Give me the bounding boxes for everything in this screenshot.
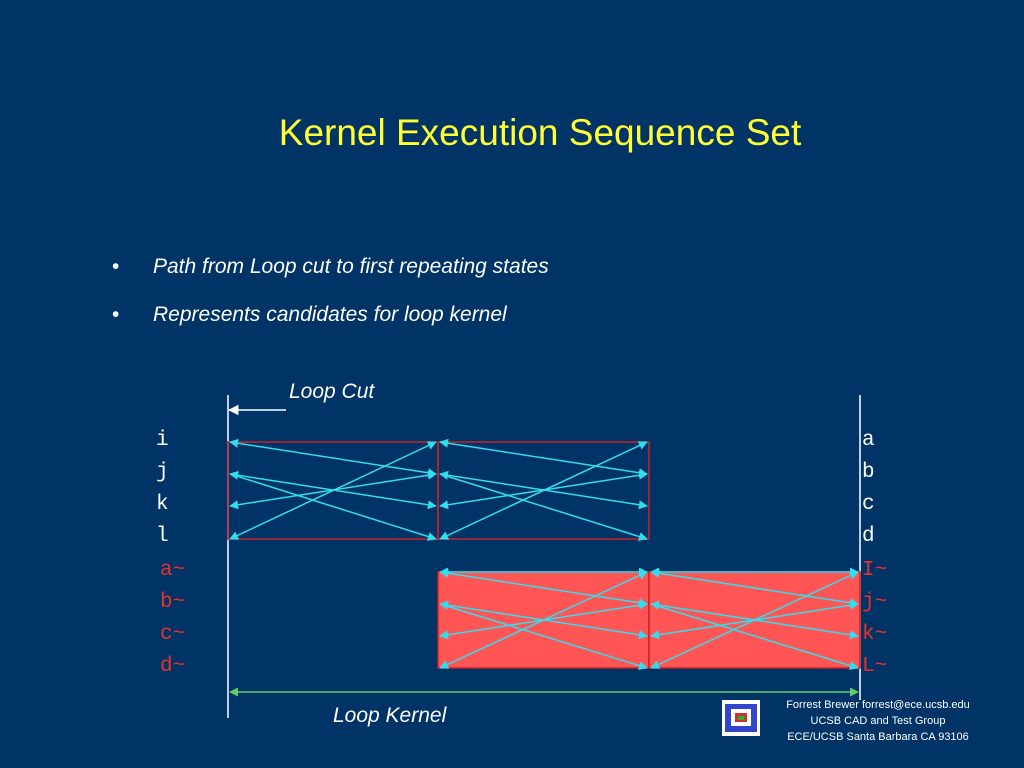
footer-line: UCSB CAD and Test Group [810, 715, 946, 727]
right-label: b [862, 461, 875, 484]
loop-kernel-label: Loop Kernel [333, 704, 447, 727]
ucsb-logo-icon [722, 700, 760, 736]
left-label: j [156, 461, 169, 484]
left-label: k [156, 493, 169, 516]
left-label: d~ [160, 655, 186, 678]
arrow-group-1 [229, 438, 437, 541]
right-label: a [862, 429, 875, 452]
left-label: a~ [160, 559, 186, 582]
bullet-text: Represents candidates for loop kernel [153, 303, 507, 326]
arrow-group-3 [439, 567, 648, 670]
left-label: l [156, 525, 169, 548]
right-label: j~ [862, 591, 888, 614]
arrow-group-2 [439, 438, 648, 541]
left-label: i [156, 429, 169, 452]
footer-line: ECE/UCSB Santa Barbara CA 93106 [787, 731, 969, 743]
loop-cut-label: Loop Cut [289, 380, 375, 403]
footer-credits: Forrest Brewer forrest@ece.ucsb.edu UCSB… [768, 697, 988, 745]
bullet-list: • Path from Loop cut to first repeating s… [112, 255, 549, 351]
arrow-group-4 [650, 567, 859, 670]
left-label: b~ [160, 591, 186, 614]
bullet-text: Path from Loop cut to first repeating st… [153, 255, 549, 278]
left-label: c~ [160, 623, 186, 646]
bullet-item: • Represents candidates for loop kernel [112, 303, 549, 351]
right-label: c [862, 493, 875, 516]
bullet-dot: • [112, 303, 120, 326]
footer-line: Forrest Brewer forrest@ece.ucsb.edu [786, 699, 970, 711]
right-label: L~ [862, 655, 888, 678]
page-title: Kernel Execution Sequence Set [278, 112, 802, 153]
right-label: I~ [862, 559, 888, 582]
right-label: k~ [862, 623, 888, 646]
bullet-dot: • [112, 255, 120, 278]
right-label: d [862, 525, 875, 548]
bullet-item: • Path from Loop cut to first repeating s… [112, 255, 549, 303]
